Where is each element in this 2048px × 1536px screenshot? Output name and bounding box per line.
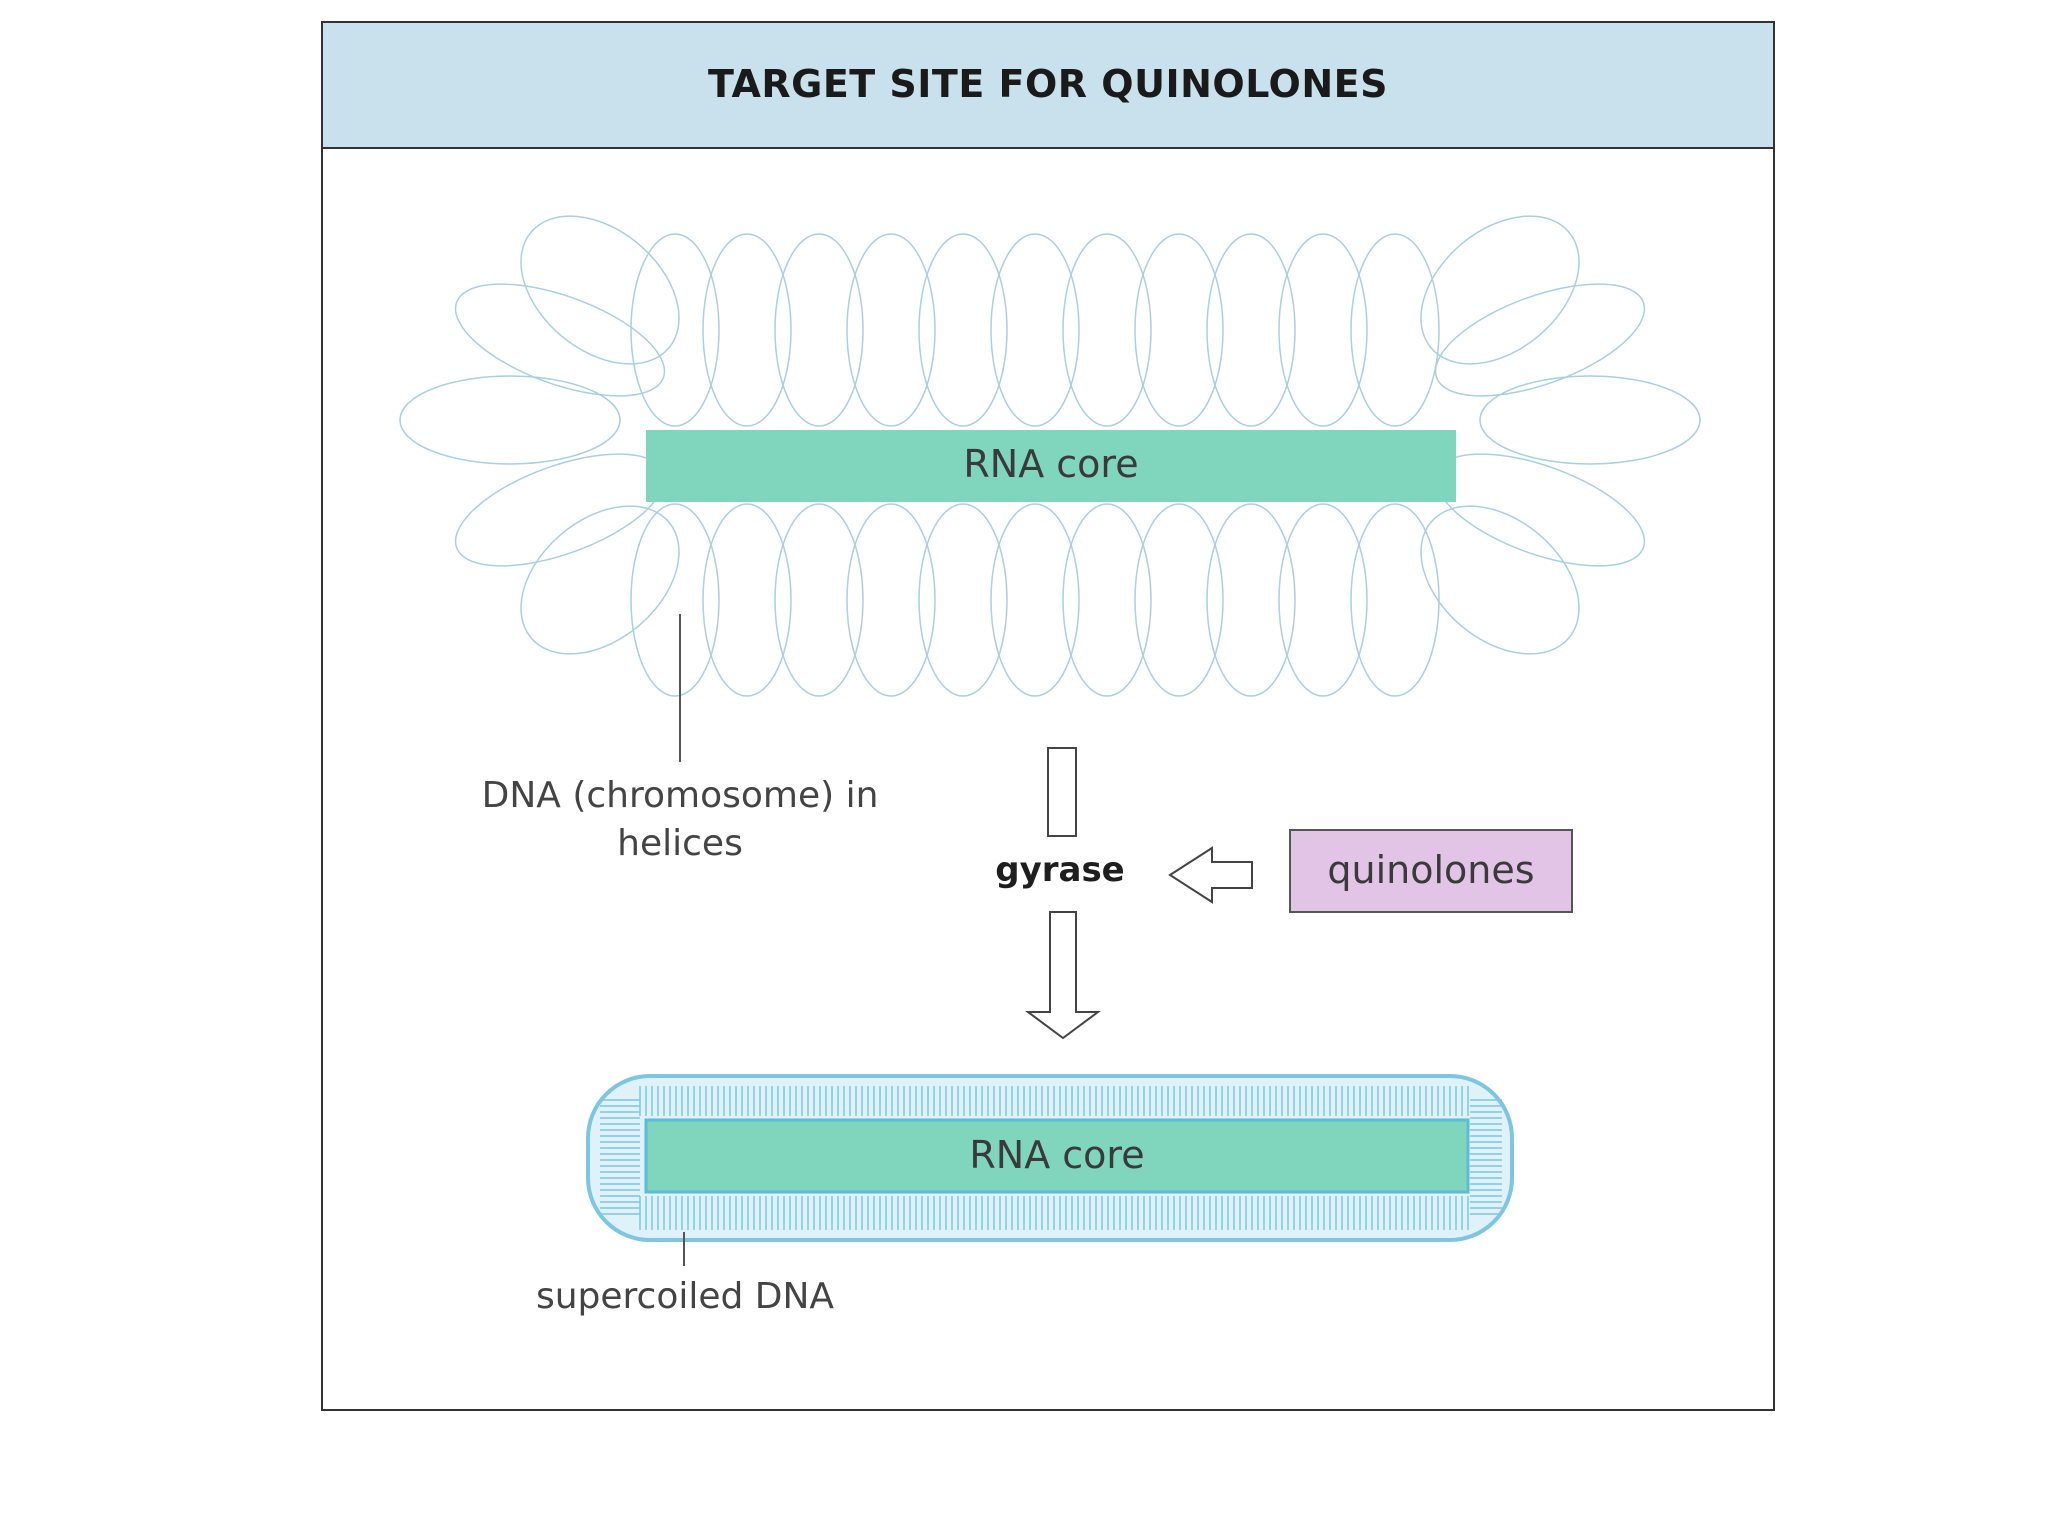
- dna-loop: [399, 375, 621, 465]
- dna-loop: [774, 503, 864, 697]
- dna-loop: [454, 283, 666, 397]
- inhibition-arrow: [1168, 846, 1253, 904]
- dna-loop: [1206, 233, 1296, 427]
- rna-core-label-bottom: RNA core: [969, 1133, 1145, 1177]
- rna-core-bar-top: [646, 430, 1456, 502]
- rna-core-bar-bottom: [644, 1118, 1470, 1194]
- diagram-title: TARGET SITE FOR QUINOLONES: [707, 62, 1388, 106]
- dna-loop: [1062, 233, 1152, 427]
- quinolones-label: quinolones: [1327, 848, 1535, 892]
- gyrase-label: gyrase: [995, 850, 1125, 890]
- arrow-down: [1024, 911, 1102, 1040]
- dna-loop: [1434, 283, 1646, 397]
- dna-helix-loops: [399, 215, 1701, 697]
- dna-loop: [1134, 233, 1224, 427]
- dna-loop: [520, 215, 680, 365]
- dna-loop: [846, 233, 936, 427]
- title-banner: [321, 21, 1775, 149]
- dna-loop: [1278, 233, 1368, 427]
- dna-loop: [1134, 503, 1224, 697]
- arrow-stem-top: [1047, 747, 1077, 837]
- dna-loop: [630, 233, 720, 427]
- quinolones-box: [1289, 829, 1573, 913]
- rna-core-label-top: RNA core: [963, 442, 1139, 486]
- dna-loop: [1350, 503, 1440, 697]
- dna-loop: [1420, 215, 1580, 365]
- dna-loop: [846, 503, 936, 697]
- dna-loop: [1350, 233, 1440, 427]
- dna-loop: [702, 503, 792, 697]
- dna-loop: [520, 505, 680, 655]
- dna-loop: [918, 233, 1008, 427]
- dna-loop: [630, 503, 720, 697]
- dna-loop: [1420, 505, 1580, 655]
- supercoil-texture: [600, 1086, 1502, 1230]
- dna-helices-label: DNA (chromosome) in helices: [481, 775, 879, 864]
- dna-loop: [1206, 503, 1296, 697]
- dna-loop: [702, 233, 792, 427]
- dna-loop: [774, 233, 864, 427]
- supercoiled-dna-label: supercoiled DNA: [535, 1276, 835, 1317]
- dna-loop: [1062, 503, 1152, 697]
- dna-loop: [1278, 503, 1368, 697]
- dna-loop: [990, 503, 1080, 697]
- dna-loop: [990, 233, 1080, 427]
- dna-loop: [1479, 375, 1701, 465]
- dna-loop: [918, 503, 1008, 697]
